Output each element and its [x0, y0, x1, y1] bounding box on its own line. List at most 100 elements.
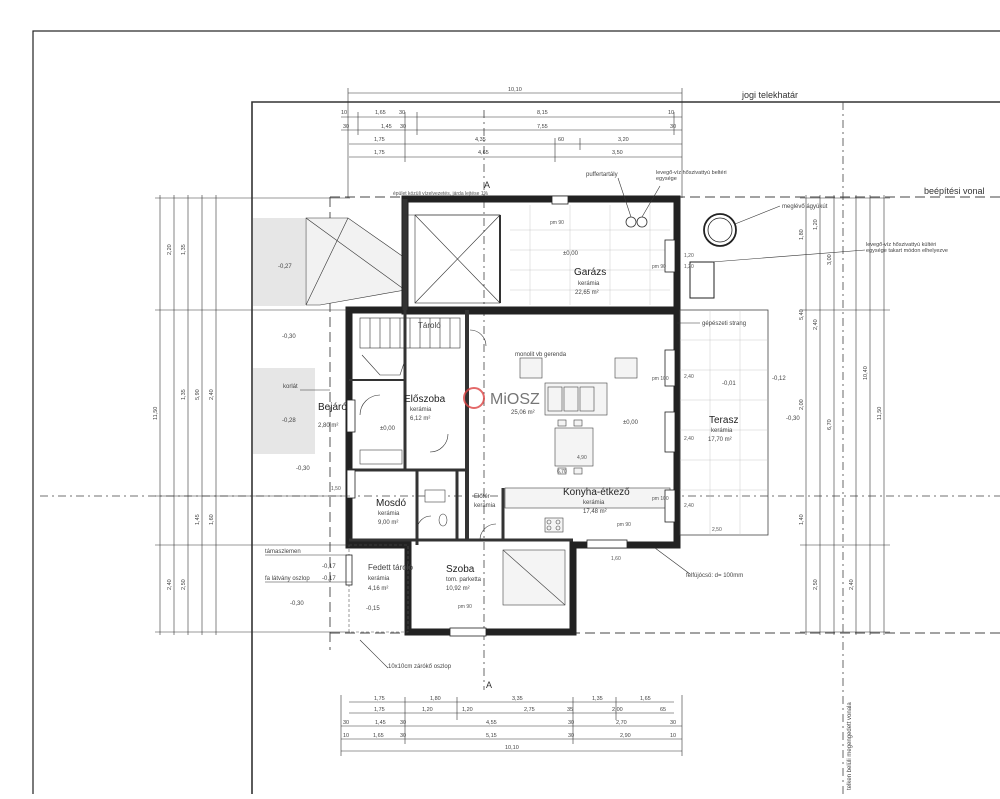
- svg-text:-0,28: -0,28: [282, 418, 296, 424]
- staircase: [359, 317, 461, 376]
- svg-text:pm 90: pm 90: [617, 522, 631, 528]
- svg-text:kerámia: kerámia: [583, 500, 605, 506]
- svg-text:2,00: 2,00: [799, 399, 805, 410]
- svg-text:4,16 m²: 4,16 m²: [368, 586, 388, 592]
- level-markers: ±0,00 -0,27 -0,30 -0,28 -0,17 -0,15 -0,0…: [278, 251, 800, 612]
- paving-area-w: [253, 368, 315, 454]
- svg-text:Előtér: Előtér: [474, 494, 490, 500]
- svg-text:6,12 m²: 6,12 m²: [410, 416, 430, 422]
- svg-text:±0,00: ±0,00: [380, 426, 396, 432]
- right-dimension-texts: 1,80 1,20 3,00 5,40 2,40 10,40 11,50 2,0…: [799, 219, 883, 590]
- svg-text:1,60: 1,60: [611, 556, 621, 562]
- svg-text:17,70 m²: 17,70 m²: [708, 437, 732, 443]
- room-washroom: Mosdó kerámia 9,00 m²: [376, 498, 406, 526]
- room-hall: Előszoba kerámia 6,12 m²: [404, 394, 446, 422]
- svg-text:30: 30: [400, 733, 406, 739]
- svg-text:1,20: 1,20: [684, 264, 694, 270]
- buffer-tank: [625, 216, 637, 228]
- septic-well: [703, 213, 737, 247]
- svg-text:1,75: 1,75: [374, 137, 385, 143]
- svg-text:35: 35: [567, 707, 573, 713]
- svg-text:1,35: 1,35: [181, 389, 187, 400]
- kitchen-counter: [504, 487, 671, 533]
- svg-text:Garázs: Garázs: [574, 267, 606, 278]
- note-hp-outdoor: levegő-víz hőszivattyú kültéri egysége t…: [866, 242, 948, 254]
- svg-text:1,20: 1,20: [813, 219, 819, 230]
- svg-text:3,00: 3,00: [827, 254, 833, 265]
- svg-text:pm 90: pm 90: [550, 220, 564, 226]
- svg-text:2,90: 2,90: [620, 733, 631, 739]
- garage-outer-wall: [401, 195, 681, 315]
- svg-text:1,20: 1,20: [684, 253, 694, 259]
- height-line-label: telken belüli megengedett vonala: [847, 702, 853, 790]
- svg-text:5,90: 5,90: [195, 389, 201, 400]
- note-column: 10x10cm zárókő oszlop: [388, 664, 452, 670]
- svg-text:25,06 m²: 25,06 m²: [511, 410, 535, 416]
- svg-text:4,35: 4,35: [475, 137, 486, 143]
- legal-boundary-label: jogi telekhatár: [741, 90, 798, 100]
- svg-text:-0,30: -0,30: [786, 416, 800, 422]
- svg-text:10: 10: [343, 733, 349, 739]
- svg-text:2,70: 2,70: [616, 720, 627, 726]
- svg-text:2,40: 2,40: [684, 503, 694, 509]
- room-vestibule: Előtér kerámia: [474, 494, 496, 509]
- room-kitchen: Konyha-étkező kerámia 17,48 m²: [563, 487, 630, 515]
- svg-text:-0,01: -0,01: [722, 381, 736, 387]
- svg-text:1,75: 1,75: [374, 696, 385, 702]
- svg-text:pm 100: pm 100: [652, 376, 669, 382]
- svg-text:10: 10: [670, 733, 676, 739]
- svg-text:pm 90: pm 90: [458, 604, 472, 610]
- svg-text:8,15: 8,15: [537, 110, 548, 116]
- svg-text:60: 60: [558, 137, 564, 143]
- top-dimension-lines: [341, 88, 683, 198]
- svg-text:1,65: 1,65: [640, 696, 651, 702]
- note-arcade: fa látvány oszlop: [265, 576, 310, 582]
- top-dimension-texts: 10,10 10 1,65 30 8,15 10 30 1,45 30 7,55…: [341, 87, 676, 156]
- living-furniture: [519, 357, 638, 475]
- note-jamb: korlát: [283, 384, 298, 390]
- svg-text:Tároló: Tároló: [418, 321, 441, 330]
- svg-text:1,35: 1,35: [181, 244, 187, 255]
- sheet-frame: [32, 30, 1000, 799]
- room-entry: Bejáró 2,80 m²: [318, 402, 347, 429]
- svg-text:1,50: 1,50: [331, 486, 341, 492]
- plot-boundary: [251, 101, 1000, 799]
- svg-text:11,50: 11,50: [877, 407, 883, 420]
- left-dimension-texts: 2,20 1,35 5,90 1,35 2,40 11,50 2,40 2,50…: [153, 244, 215, 590]
- svg-text:30: 30: [399, 110, 405, 116]
- svg-text:10: 10: [341, 110, 347, 116]
- room-living: 25,06 m²: [511, 410, 535, 416]
- building-line-label: beépítési vonal: [924, 186, 985, 196]
- svg-text:2,50: 2,50: [181, 579, 187, 590]
- svg-text:±0,00: ±0,00: [563, 251, 579, 257]
- room-storage: Tároló: [418, 321, 441, 330]
- svg-text:30: 30: [568, 733, 574, 739]
- svg-text:30: 30: [670, 720, 676, 726]
- note-septic: meglévő ágyúkút: [782, 204, 828, 210]
- svg-text:5,40: 5,40: [799, 309, 805, 320]
- svg-text:1,65: 1,65: [373, 733, 384, 739]
- svg-text:-0,30: -0,30: [296, 466, 310, 472]
- svg-text:-0,30: -0,30: [290, 601, 304, 607]
- svg-text:1,45: 1,45: [375, 720, 386, 726]
- door-swings: [359, 329, 497, 541]
- svg-text:1,40: 1,40: [799, 514, 805, 525]
- room-bedroom: Szoba tom. parketta 10,92 m²: [446, 564, 482, 592]
- note-beam: monolit vb gerenda: [515, 352, 567, 358]
- svg-text:Előszoba: Előszoba: [404, 394, 446, 405]
- svg-text:±0,00: ±0,00: [623, 420, 639, 426]
- svg-text:2,40: 2,40: [813, 319, 819, 330]
- svg-text:Bejáró: Bejáró: [318, 402, 347, 413]
- svg-text:10,10: 10,10: [508, 87, 522, 93]
- svg-text:1,65: 1,65: [375, 110, 386, 116]
- terrace-tile-grid: [680, 310, 768, 535]
- svg-text:3,35: 3,35: [512, 696, 523, 702]
- terrace-outline: [679, 309, 769, 536]
- svg-text:11,50: 11,50: [153, 407, 159, 420]
- svg-text:2,50: 2,50: [813, 579, 819, 590]
- svg-text:2,40: 2,40: [684, 374, 694, 380]
- svg-text:10,10: 10,10: [505, 745, 519, 751]
- note-post: támaszlemen: [265, 549, 301, 555]
- bottom-dimension-texts: 1,75 1,80 3,35 1,35 1,65 1,75 1,20 1,20 …: [343, 696, 676, 751]
